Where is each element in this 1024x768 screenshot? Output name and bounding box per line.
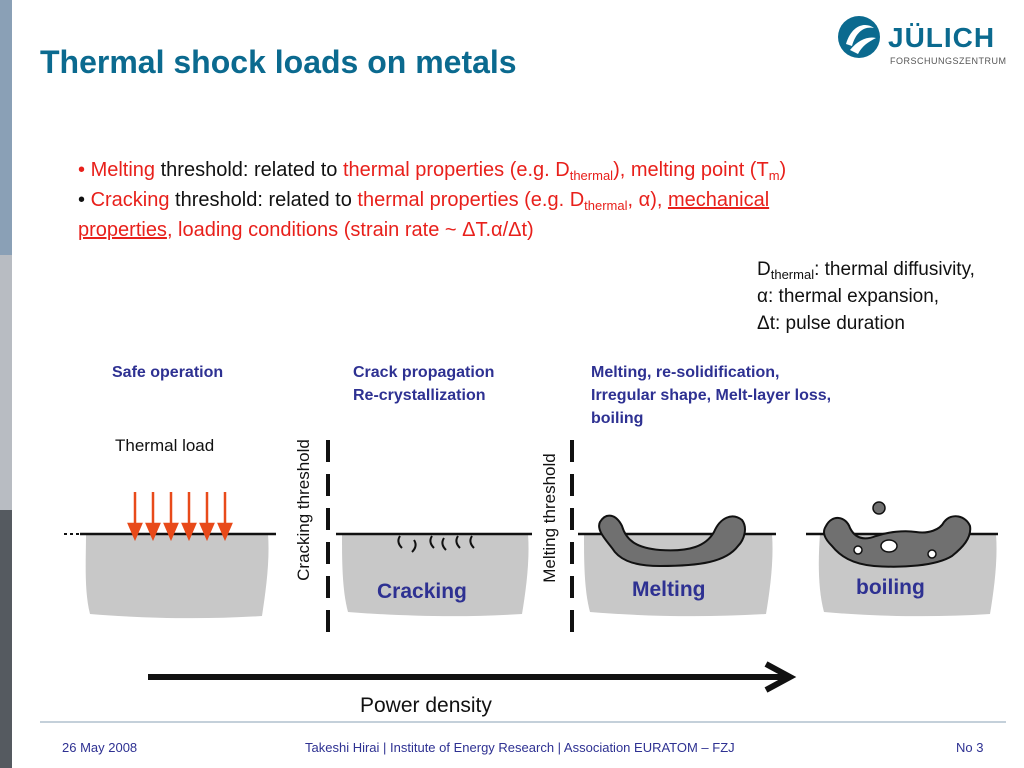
thermal-properties-text: thermal properties (e.g. D <box>357 189 585 211</box>
bullet-text: threshold: related to <box>155 159 343 181</box>
properties-text: properties <box>78 219 167 241</box>
left-bar-dark <box>0 510 12 768</box>
footer-center: Takeshi Hirai | Institute of Energy Rese… <box>305 740 735 755</box>
thermal-load-label: Thermal load <box>115 436 215 455</box>
melting-label: Melting <box>632 578 706 601</box>
subscript-thermal: thermal <box>569 168 614 183</box>
melt-line-1: Melting, re-solidification, <box>591 364 780 381</box>
definition-dthermal: Dthermal: thermal diffusivity, <box>757 256 975 283</box>
subscript-thermal: thermal <box>584 198 628 213</box>
region-crack-propagation: Crack propagation Re-crystallization <box>353 361 494 407</box>
definition-alpha: α: thermal expansion, <box>757 286 940 307</box>
mechanical-text: mechanical <box>667 189 770 211</box>
alpha-text: , α), <box>627 189 668 211</box>
crack-line-1: Crack propagation <box>353 364 495 381</box>
region-safe-operation: Safe operation <box>112 364 224 381</box>
melt-line-3: boiling <box>591 410 644 427</box>
d-subscript: thermal <box>770 267 815 282</box>
footer-date: 26 May 2008 <box>62 740 138 755</box>
subscript-m: m <box>768 168 780 183</box>
power-density-arrow <box>148 661 797 693</box>
d-description: : thermal diffusivity, <box>814 259 975 280</box>
definitions: Dthermal: thermal diffusivity, α: therma… <box>757 256 975 337</box>
left-bar-blue <box>0 0 12 255</box>
bullet-cracking: • Cracking threshold: related to thermal… <box>78 185 998 215</box>
bullet-text: threshold: related to <box>169 189 358 211</box>
melting-threshold-label: Melting threshold <box>540 453 559 583</box>
melting-point-text: ), melting point (T <box>613 159 769 181</box>
melting-keyword: Melting <box>90 159 156 181</box>
close-paren: ) <box>779 159 787 181</box>
power-density-label: Power density <box>360 694 492 717</box>
loading-conditions-text: , loading conditions (strain rate ~ ΔT.α… <box>166 219 534 241</box>
crack-line-2: Re-crystallization <box>353 387 486 404</box>
region-melting: Melting, re-solidification, Irregular sh… <box>591 361 831 430</box>
melt-line-2: Irregular shape, Melt-layer loss, <box>591 387 832 404</box>
thermal-properties-text: thermal properties (e.g. D <box>342 159 570 181</box>
boiling-block <box>806 501 998 617</box>
logo-name: JÜLICH <box>888 22 996 53</box>
slide-title: Thermal shock loads on metals <box>40 44 517 80</box>
footer-page-number: No 3 <box>956 740 984 755</box>
left-bar-light <box>0 255 12 510</box>
thermal-load-arrows <box>127 492 233 542</box>
safe-block <box>64 532 276 619</box>
logo-subtitle: FORSCHUNGSZENTRUM <box>890 56 1007 66</box>
bullet-melting: • Melting threshold: related to thermal … <box>78 155 998 185</box>
bullet-dot: • <box>78 189 86 211</box>
cracking-threshold-label: Cracking threshold <box>294 439 313 581</box>
bullet-dot: • <box>78 159 86 181</box>
cracking-keyword: Cracking <box>90 189 170 211</box>
cracking-block <box>336 532 532 617</box>
melting-block <box>578 514 776 617</box>
boiling-label: boiling <box>856 576 925 599</box>
cracking-label: Cracking <box>377 580 467 603</box>
definition-dt: Δt: pulse duration <box>757 313 905 334</box>
bullet-list: • Melting threshold: related to thermal … <box>78 155 998 245</box>
juelich-logo-icon <box>836 14 882 60</box>
d-symbol: D <box>757 259 771 280</box>
bullet-cracking-cont: properties, loading conditions (strain r… <box>78 215 998 245</box>
